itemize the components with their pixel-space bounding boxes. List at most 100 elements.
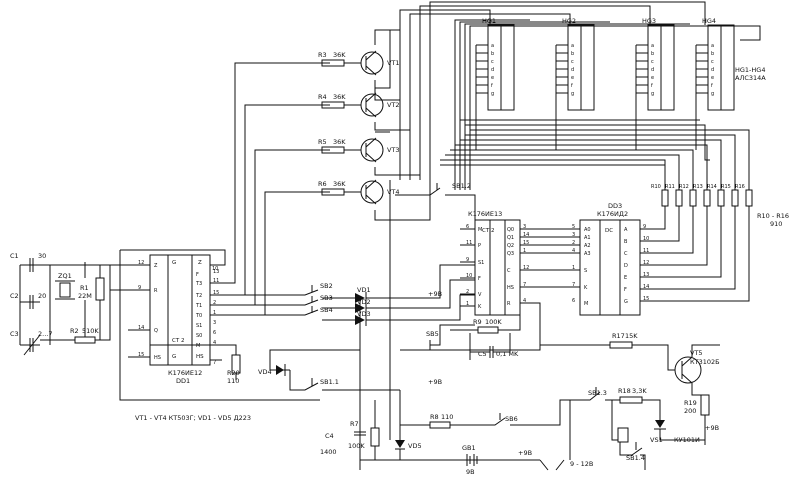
resistor-to-dd3: [640, 206, 708, 266]
dd1-pin-name: S1: [196, 323, 202, 329]
display-name: HG3: [642, 17, 656, 25]
bottom-supply-section: [354, 300, 575, 471]
dd3-pin-name: E: [624, 275, 627, 281]
dd2-pin-name: C: [507, 268, 511, 274]
dd3-pin-num: 2: [572, 240, 575, 246]
segment-bus: [440, 119, 710, 166]
dd1-pin-num: 10: [212, 266, 218, 272]
c3-value: 2...7: [38, 330, 52, 338]
r9-label: R9: [473, 318, 482, 326]
dd2-pin-name: Q1: [507, 235, 514, 241]
r8-label: R8: [430, 413, 439, 421]
dd2-pin-name: V: [478, 292, 482, 298]
base-resistor-label: R4: [318, 93, 327, 101]
dd3-pin-name: D: [624, 263, 628, 269]
plus9-label-sb1-1: +9B: [428, 378, 442, 386]
dd1-pin-num: 7: [213, 360, 216, 366]
vd5-label: VD5: [408, 442, 422, 450]
dd3-label: DD3: [608, 202, 622, 210]
transistor-label: VT2: [387, 101, 400, 109]
dd2-counter-ic: [474, 219, 521, 316]
dd1-pin-name: T2: [195, 293, 202, 299]
resistor-label: R10: [651, 184, 661, 190]
base-resistor-value: 36K: [333, 180, 346, 188]
c1-value: 30: [38, 252, 46, 260]
resistor-body: [689, 189, 697, 207]
transistor-label: VT4: [387, 188, 400, 196]
r1-label: R1: [80, 284, 89, 292]
r19-value: 200: [684, 407, 696, 415]
dd1-pin-name: T0: [195, 313, 202, 319]
segment-letter: a: [491, 43, 494, 49]
vs1-type: КУ101И: [674, 436, 700, 444]
resistor-label: R12: [679, 184, 689, 190]
base-resistor-label: R6: [318, 180, 327, 188]
display-name: HG4: [702, 17, 716, 25]
resistor-body: [675, 189, 683, 207]
vd3-label: VD3: [357, 310, 371, 318]
vt5-type: КТ3102Б: [690, 358, 720, 366]
dd1-pin-num: 14: [138, 325, 144, 331]
dd2-pin-name: S1: [478, 260, 484, 266]
dd3-pin-num: 5: [572, 224, 575, 230]
gb1-label: GB1: [462, 444, 476, 452]
dd2-pin-num: 12: [523, 265, 529, 271]
r1-value: 22M: [78, 292, 92, 300]
dd1-pin-num: 12: [138, 260, 144, 266]
transistor-body: [360, 138, 384, 162]
segment-letter: d: [651, 67, 654, 73]
dd3-pin-num: 12: [643, 260, 649, 266]
resistor-to-dd3: [640, 206, 666, 230]
dd3-pin-name: A: [624, 227, 628, 233]
dd3-dc-label: DC: [605, 228, 613, 234]
segment-letter: e: [711, 75, 714, 81]
segment-letter: f: [711, 83, 713, 89]
dd1-pin-name: S0: [196, 333, 202, 339]
dd1-pin-name: HS: [154, 355, 161, 361]
r17-label: R17: [612, 332, 625, 340]
segment-letter: d: [571, 67, 574, 73]
sb6-label: SB6: [505, 415, 518, 423]
resistor-body: [717, 189, 725, 207]
r20-value: 110: [227, 377, 239, 385]
base-resistor-value: 36K: [333, 93, 346, 101]
display-name: HG1: [482, 17, 496, 25]
dd2-pin-name: K: [478, 304, 482, 310]
dd3-type-label: К176ИД2: [597, 210, 628, 218]
dd1-label: DD1: [176, 377, 190, 385]
segment-letter: b: [711, 51, 714, 57]
r7-value: 100K: [348, 442, 365, 450]
segment-letter: a: [571, 43, 574, 49]
dd1-pin-name: Q: [154, 328, 158, 334]
transistor-leads: [365, 50, 377, 76]
dd2-pin-num: 11: [466, 240, 472, 246]
dd3-pin-num: 6: [572, 298, 575, 304]
vd2-label: VD2: [357, 298, 371, 306]
dd2-pin-name: F: [478, 276, 481, 282]
sb1-2-label: SB1.2: [452, 182, 471, 190]
segment-letter: b: [651, 51, 654, 57]
resistor-to-bus: [445, 154, 680, 190]
dd3-pin-num: 14: [643, 284, 649, 290]
resistor-body: [731, 189, 739, 207]
dd3-pin-name: A0: [584, 227, 591, 233]
dd1-pin-num: 15: [213, 290, 219, 296]
r10-r16-caption: R10 - R16: [757, 212, 789, 220]
display-caption-2: АЛС314А: [735, 74, 766, 82]
resistor-to-dd3: [640, 206, 722, 278]
resistor-to-bus: [440, 159, 666, 190]
supply-label: 9 - 12B: [570, 460, 593, 468]
dd1-pin-num: 6: [213, 330, 216, 336]
dd3-pin-name: A3: [584, 251, 591, 257]
dd3-pin-num: 13: [643, 272, 649, 278]
dd2-pin-num: 6: [466, 224, 469, 230]
resistor-to-bus: [450, 149, 694, 190]
r8-value: 110: [441, 413, 453, 421]
transistor-leads: [365, 179, 377, 205]
resistor-label: R15: [721, 184, 731, 190]
dd3-pin-num: 15: [643, 296, 649, 302]
transistor-leads: [365, 137, 377, 163]
dd2-pin-num: 1: [523, 248, 526, 254]
resistor-to-bus: [455, 144, 708, 190]
dd1-pin-name: F: [196, 272, 199, 278]
